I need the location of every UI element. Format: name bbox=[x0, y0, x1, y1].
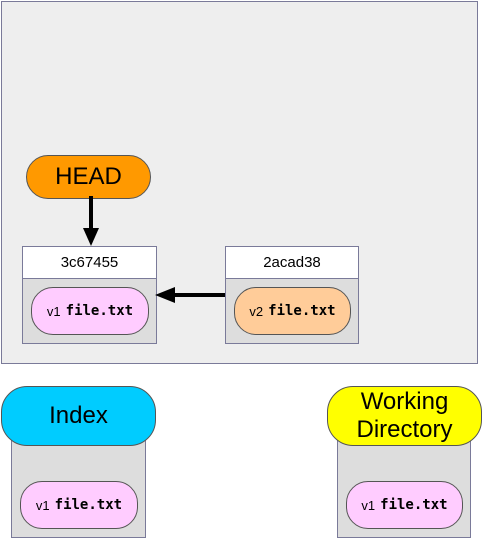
commit-2acad38: 2acad38 v2 file.txt bbox=[225, 246, 359, 344]
working-directory-label: Working Directory bbox=[356, 388, 453, 443]
file-blob: v1 file.txt bbox=[31, 287, 149, 335]
file-blob: v2 file.txt bbox=[234, 287, 351, 335]
index-area: v1 file.txt bbox=[11, 430, 146, 538]
index-label: Index bbox=[49, 402, 108, 429]
file-name: file.txt bbox=[65, 303, 134, 319]
file-name: file.txt bbox=[268, 303, 336, 319]
commit-id: 2acad38 bbox=[226, 247, 358, 279]
head-label: HEAD bbox=[55, 163, 122, 190]
commit-3c67455: 3c67455 v1 file.txt bbox=[22, 246, 157, 344]
file-name: file.txt bbox=[54, 497, 123, 513]
index-label-pill: Index bbox=[1, 386, 156, 446]
head-arrow bbox=[83, 196, 99, 246]
file-version: v2 bbox=[249, 303, 264, 319]
file-version: v1 bbox=[35, 497, 50, 513]
parent-arrow bbox=[155, 287, 227, 303]
head-pointer: HEAD bbox=[26, 155, 151, 199]
file-blob: v1 file.txt bbox=[20, 481, 138, 529]
working-directory-label-pill: Working Directory bbox=[327, 386, 482, 446]
file-version: v1 bbox=[361, 497, 376, 513]
commit-id: 3c67455 bbox=[23, 247, 156, 279]
file-version: v1 bbox=[46, 303, 61, 319]
working-directory-area: v1 file.txt bbox=[337, 430, 471, 538]
file-blob: v1 file.txt bbox=[346, 481, 463, 529]
file-name: file.txt bbox=[380, 497, 448, 513]
